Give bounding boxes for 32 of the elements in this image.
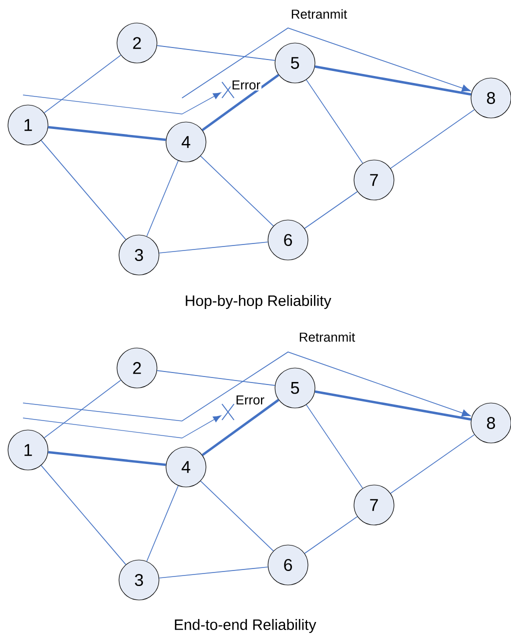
error-label: Error [232,80,260,90]
panel-title: Hop-by-hop Reliability [186,295,332,309]
link-line [200,156,274,226]
link-line [390,434,475,494]
link-line [304,516,358,554]
arrow [182,28,471,98]
link-line [44,54,122,114]
link-line [40,140,126,240]
link-line [390,109,475,169]
link-line [202,74,280,132]
edge-label: Retranmit [292,9,348,19]
link-line [200,480,274,552]
link-line [146,160,179,237]
link-line [40,465,126,565]
error-label: Error [236,395,264,405]
link-line [156,45,276,61]
link-line [202,398,280,456]
arrow [22,352,471,422]
link-line [304,191,358,229]
link-line [306,79,364,164]
link-line [314,65,472,96]
link-line [314,390,472,421]
link-line [48,450,166,466]
link-line [158,242,268,254]
panel-title: End-to-end Reliability [174,619,316,633]
edge-label: Retranmit [300,332,356,342]
link-line [306,404,364,489]
link-line [158,566,268,578]
link-line [156,370,276,386]
link-line [146,485,179,562]
link-line [44,380,122,438]
link-line [48,126,166,142]
